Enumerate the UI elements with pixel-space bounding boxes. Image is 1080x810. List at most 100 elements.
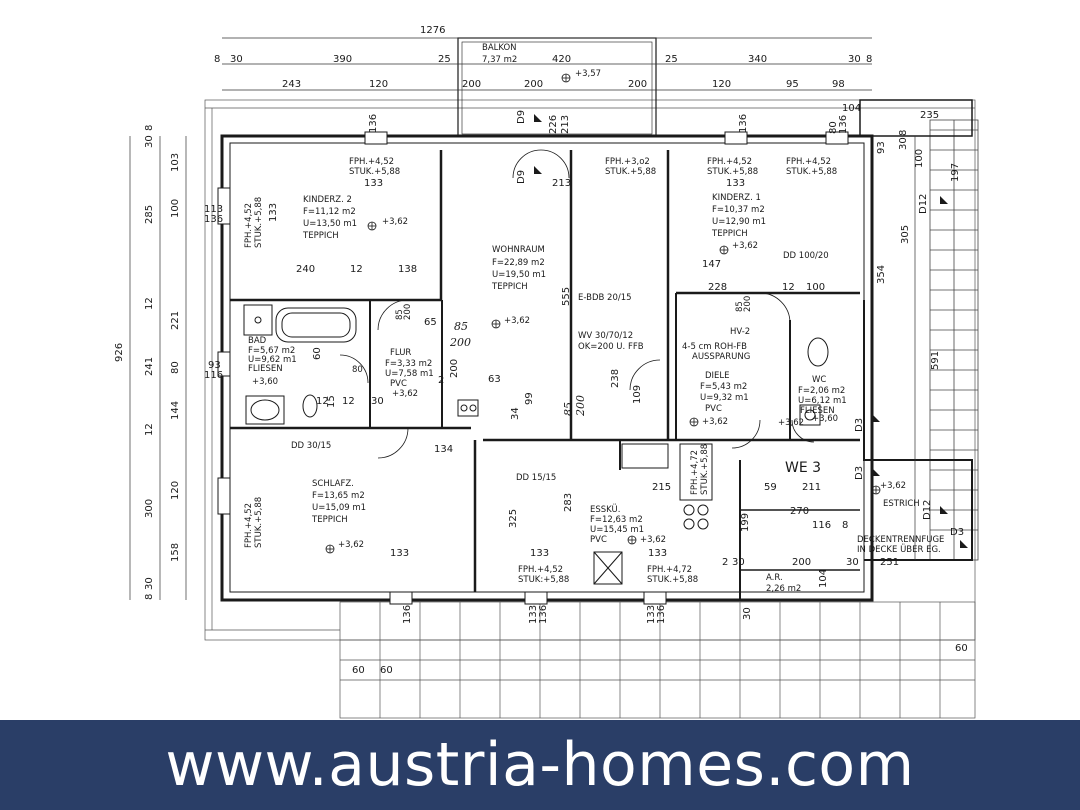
- svg-text:30: 30: [742, 607, 753, 620]
- svg-text:136: 136: [368, 114, 379, 133]
- floor-plan: 1276 8 30 390 25 420 25 340 30 8 243 120…: [114, 25, 979, 719]
- room-area: F=11,12 m2: [303, 207, 356, 217]
- room-flur: FLUR F=3,33 m2 U=7,58 m1 PVC +3,62: [385, 348, 434, 399]
- room-elevation: +3,62: [382, 217, 408, 227]
- room-elevation: +3,62: [702, 417, 728, 427]
- dim-200b: 200: [524, 79, 543, 90]
- inner-dimensions: 133 136 133 240 12 138 133 136 213 226 2…: [268, 114, 968, 676]
- room-area: F=22,89 m2: [492, 258, 545, 268]
- svg-text:93: 93: [876, 141, 887, 154]
- svg-text:200: 200: [403, 304, 413, 320]
- svg-text:213: 213: [560, 115, 571, 134]
- handwritten-annotations: 85 200 85 200: [449, 320, 587, 417]
- dim-200a: 200: [462, 79, 481, 90]
- svg-text:116: 116: [204, 370, 223, 381]
- room-elevation: +3,62: [392, 389, 418, 399]
- room-diele: DIELE F=5,43 m2 U=9,32 m1 PVC +3,62: [700, 371, 749, 427]
- svg-text:926: 926: [114, 343, 125, 362]
- room-name: FLUR: [390, 348, 411, 358]
- room-perimeter: U=6,12 m1: [798, 396, 847, 406]
- svg-text:240: 240: [296, 264, 315, 275]
- room-floor: TEPPICH: [711, 229, 748, 239]
- room-name: KINDERZ. 1: [712, 193, 761, 203]
- svg-text:FPH.+4,52: FPH.+4,52: [244, 503, 254, 548]
- room-area: F=13,65 m2: [312, 491, 365, 501]
- elevation-estrich: +3,62: [880, 481, 906, 491]
- svg-text:12: 12: [144, 423, 155, 436]
- room-area: F=2,06 m2: [798, 386, 845, 396]
- svg-text:65: 65: [424, 317, 437, 328]
- room-floor: PVC: [705, 404, 722, 414]
- svg-text:60: 60: [312, 347, 323, 360]
- dim-243: 243: [282, 79, 301, 90]
- room-elevation: +3,62: [640, 535, 666, 545]
- svg-text:FPH.+4,52: FPH.+4,52: [707, 157, 752, 167]
- svg-text:133: 133: [268, 203, 279, 222]
- svg-text:138: 138: [398, 264, 417, 275]
- room-elevation: +3,60: [812, 414, 838, 424]
- section-markers: D9 D9 D12 D3 D3 D12 D3: [516, 110, 964, 538]
- website-url[interactable]: www.austria-homes.com: [165, 730, 915, 800]
- svg-text:213: 213: [552, 178, 571, 189]
- note-roh-fb: 4-5 cm ROH-FB: [682, 342, 747, 352]
- fph-stuk-labels: FPH.+4,52 STUK.+5,88 FPH.+3,o2 STUK.+5,8…: [244, 157, 837, 585]
- room-area: F=5,67 m2: [248, 346, 295, 356]
- svg-text:80: 80: [828, 121, 839, 134]
- dim-98: 98: [832, 79, 845, 90]
- note-we3: WE 3: [785, 460, 821, 476]
- svg-text:8: 8: [898, 130, 909, 136]
- room-elevation: +3,62: [504, 316, 530, 326]
- svg-text:STUK.+5,88: STUK.+5,88: [700, 444, 710, 495]
- svg-text:133: 133: [364, 178, 383, 189]
- top-dimensions: 1276 8 30 390 25 420 25 340 30 8 243 120…: [214, 25, 939, 121]
- svg-text:80: 80: [352, 365, 363, 375]
- room-essko: ESSKÜ. F=12,63 m2 U=15,45 m1 PVC +3,62: [590, 504, 666, 545]
- room-wc: WC F=2,06 m2 U=6,12 m1 FLIESEN +3,60: [798, 375, 847, 424]
- svg-text:STUK.+5,88: STUK.+5,88: [254, 497, 264, 548]
- svg-text:136: 136: [838, 115, 849, 134]
- note-estrich: ESTRICH: [883, 499, 920, 509]
- room-name: WC: [812, 375, 826, 385]
- room-name: KINDERZ. 2: [303, 195, 352, 205]
- room-bad: BAD F=5,67 m2 U=9,62 m1 FLIESEN +3,60: [248, 336, 297, 387]
- svg-text:199: 199: [740, 513, 751, 532]
- staircase: [929, 119, 979, 561]
- room-wohnraum: WOHNRAUM F=22,89 m2 U=19,50 m1 TEPPICH +…: [491, 245, 546, 326]
- room-schlafz: SCHLAFZ. F=13,65 m2 U=15,09 m1 TEPPICH +…: [311, 479, 366, 550]
- section-triangles: [534, 114, 968, 548]
- svg-text:STUK.+5,88: STUK.+5,88: [254, 197, 264, 248]
- svg-text:133: 133: [530, 548, 549, 559]
- svg-text:285: 285: [144, 205, 155, 224]
- svg-text:STUK.+5,88: STUK.+5,88: [647, 575, 698, 585]
- svg-text:8: 8: [144, 594, 155, 600]
- svg-text:85: 85: [395, 309, 405, 320]
- windows: [217, 131, 849, 605]
- room-perimeter: U=13,50 m1: [303, 219, 357, 229]
- svg-text:109: 109: [632, 385, 643, 404]
- svg-text:270: 270: [790, 506, 809, 517]
- room-elevation: +3,60: [252, 377, 278, 387]
- svg-text:12: 12: [144, 297, 155, 310]
- svg-text:133: 133: [726, 178, 745, 189]
- svg-text:60: 60: [380, 665, 393, 676]
- svg-text:99: 99: [524, 392, 535, 405]
- svg-text:FPH.+4,72: FPH.+4,72: [647, 565, 692, 575]
- room-floor: TEPPICH: [302, 231, 339, 241]
- room-area: F=12,63 m2: [590, 515, 643, 525]
- svg-text:325: 325: [508, 509, 519, 528]
- svg-text:136: 136: [538, 605, 549, 624]
- svg-text:85: 85: [454, 320, 468, 333]
- room-elevation: +3,62: [338, 540, 364, 550]
- svg-text:STUK.+5,88: STUK.+5,88: [605, 167, 656, 177]
- room-perimeter: U=19,50 m1: [492, 270, 546, 280]
- svg-text:241: 241: [144, 357, 155, 376]
- dim-104: 104: [842, 103, 861, 114]
- svg-text:30: 30: [898, 137, 909, 150]
- dim-120b: 120: [712, 79, 731, 90]
- dim-340: 340: [748, 54, 767, 65]
- room-perimeter: U=12,90 m1: [712, 217, 766, 227]
- svg-text:555: 555: [561, 287, 572, 306]
- svg-text:221: 221: [170, 311, 181, 330]
- svg-text:59: 59: [764, 482, 777, 493]
- balcony-label: BALKON: [482, 43, 517, 53]
